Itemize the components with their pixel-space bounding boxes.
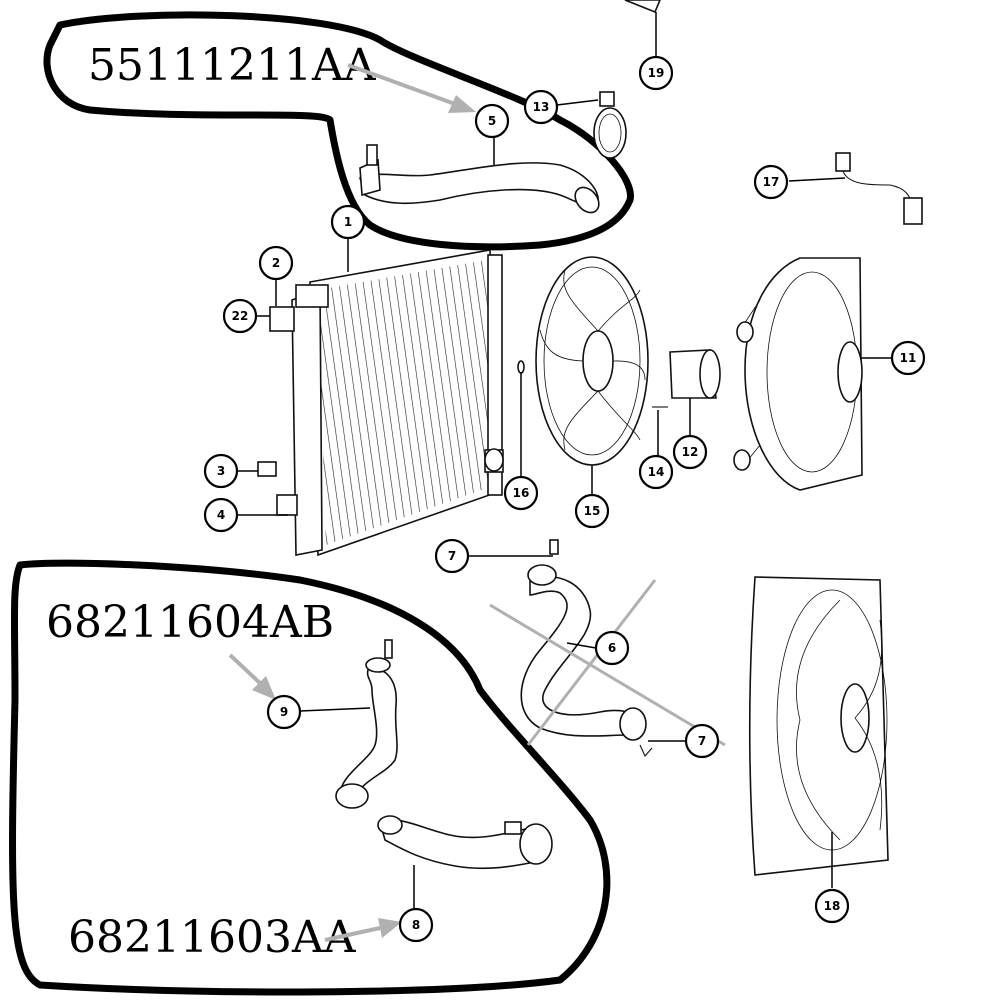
callout-14: 14 <box>638 454 674 490</box>
svg-text:12: 12 <box>682 445 699 459</box>
annotation-arrow-9 <box>228 653 276 700</box>
callout-18: 18 <box>814 888 850 924</box>
callout-7-upper: 7 <box>434 538 470 574</box>
svg-text:11: 11 <box>900 351 917 365</box>
callout-9: 9 <box>266 694 302 730</box>
callout-22: 22 <box>222 298 258 334</box>
callout-6: 6 <box>594 630 630 666</box>
callout-5: 5 <box>474 103 510 139</box>
svg-text:7: 7 <box>698 734 706 748</box>
part-16-pin <box>517 360 525 478</box>
callout-1: 1 <box>330 204 366 240</box>
part-3-plug <box>237 461 277 477</box>
callout-15: 15 <box>574 493 610 529</box>
part-19-bracket <box>624 0 661 58</box>
callout-3: 3 <box>203 453 239 489</box>
svg-text:1: 1 <box>344 215 352 229</box>
part-4-clip <box>237 494 298 516</box>
svg-text:19: 19 <box>648 66 665 80</box>
callout-17: 17 <box>753 164 789 200</box>
svg-text:18: 18 <box>824 899 841 913</box>
svg-text:3: 3 <box>217 464 225 478</box>
part-number-hose-9: 68211604AB <box>46 597 334 648</box>
svg-text:14: 14 <box>648 465 665 479</box>
part-number-hose-8: 68211603AA <box>68 912 357 963</box>
svg-text:9: 9 <box>280 705 288 719</box>
part-15-fan <box>535 256 649 495</box>
part-6-hose <box>520 564 647 741</box>
callout-7-lower: 7 <box>684 723 720 759</box>
callout-16: 16 <box>503 475 539 511</box>
callout-19: 19 <box>638 55 674 91</box>
svg-text:15: 15 <box>584 504 601 518</box>
callout-12: 12 <box>672 434 708 470</box>
svg-text:7: 7 <box>448 549 456 563</box>
svg-text:6: 6 <box>608 641 616 655</box>
part-5-upper-hose <box>359 136 600 214</box>
callout-8: 8 <box>398 907 434 943</box>
svg-text:5: 5 <box>488 114 496 128</box>
svg-text:2: 2 <box>272 256 280 270</box>
part-14-pin <box>652 406 668 456</box>
svg-text:4: 4 <box>217 508 225 522</box>
strikeout-part-6 <box>489 579 726 747</box>
part-8-hose <box>377 815 553 910</box>
callout-4: 4 <box>203 497 239 533</box>
svg-text:8: 8 <box>412 918 420 932</box>
part-13-clamp <box>556 91 627 159</box>
part-18-fan-assembly <box>748 576 889 888</box>
part-1-radiator <box>291 238 504 557</box>
part-12-motor <box>669 349 721 436</box>
callout-11: 11 <box>890 340 926 376</box>
part-number-upper-hose: 55111211AA <box>88 40 377 91</box>
part-11-fan-shroud <box>733 257 891 491</box>
upper-hose-outline <box>43 11 634 251</box>
part-2-bracket <box>269 278 295 332</box>
callout-13: 13 <box>523 89 559 125</box>
lower-hoses-outline <box>9 559 611 996</box>
svg-text:17: 17 <box>763 175 780 189</box>
part-9-hose <box>299 639 398 809</box>
annotation-arrow-5 <box>347 63 476 113</box>
svg-text:22: 22 <box>232 309 249 323</box>
part-7-clamps <box>468 539 686 758</box>
svg-text:16: 16 <box>513 486 530 500</box>
annotation-arrow-8 <box>324 918 402 942</box>
svg-text:13: 13 <box>533 100 550 114</box>
part-17-wire-harness <box>788 152 923 225</box>
callout-2: 2 <box>258 245 294 281</box>
